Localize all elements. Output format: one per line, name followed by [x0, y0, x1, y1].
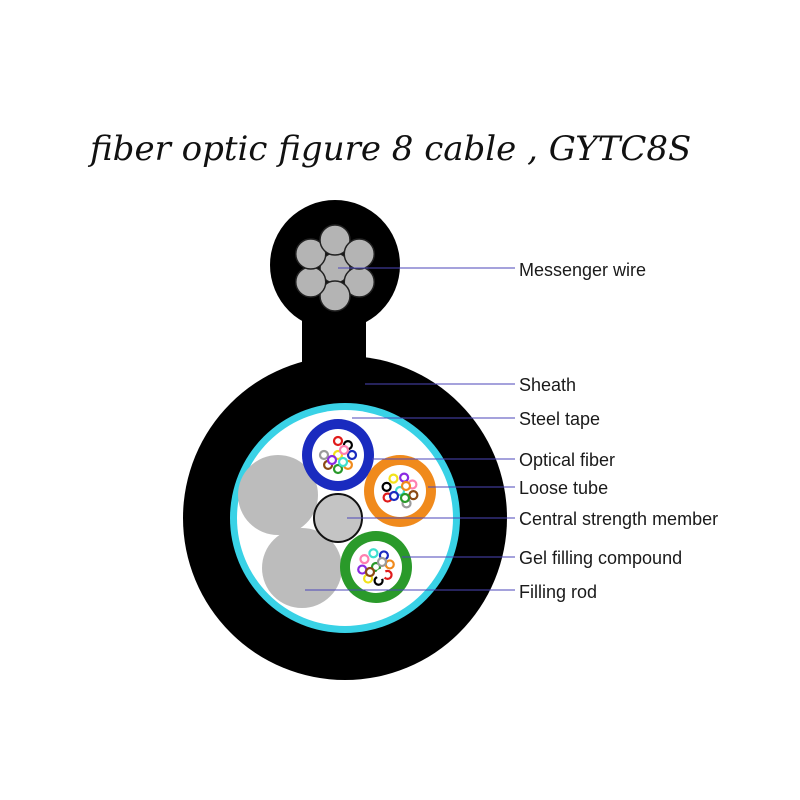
optical-fiber-strand: [390, 499, 401, 510]
optical-fiber-strand: [326, 454, 338, 466]
messenger-strand: [319, 224, 351, 256]
label-sheath: Sheath: [519, 375, 576, 395]
label-loose-tube: Loose tube: [519, 478, 608, 498]
optical-fiber-strand: [346, 449, 358, 461]
messenger-strand: [343, 238, 375, 270]
optical-fiber-strand: [368, 548, 379, 559]
label-messenger-wire: Messenger wire: [519, 260, 646, 280]
optical-fiber-strand: [359, 553, 370, 565]
filling-rod-upper: [238, 455, 318, 535]
messenger-wire-strands: [295, 224, 375, 312]
optical-fiber-strand: [388, 473, 399, 484]
optical-fiber-strand: [381, 481, 392, 492]
label-gel-filling-compound: Gel filling compound: [519, 548, 682, 568]
messenger-strand: [319, 280, 351, 312]
optical-fibers: [318, 435, 419, 586]
label-central-strength-member: Central strength member: [519, 509, 718, 529]
optical-fiber-strand: [323, 440, 334, 451]
optical-fiber-strand: [338, 444, 350, 456]
label-steel-tape: Steel tape: [519, 409, 600, 429]
optical-fiber-strand: [337, 456, 349, 468]
optical-fiber-strand: [364, 566, 376, 578]
optical-fiber-strand: [332, 435, 344, 447]
diagram-title: fiber optic figure 8 cable , GYTC8S: [87, 129, 691, 169]
optical-fiber-strand: [388, 490, 400, 502]
label-optical-fiber: Optical fiber: [519, 450, 615, 470]
optical-fiber-strand: [408, 490, 419, 501]
optical-fiber-strand: [375, 568, 387, 580]
filling-rod-lower: [262, 528, 342, 608]
messenger-strand: [295, 238, 327, 270]
optical-fiber-strand: [376, 556, 388, 568]
optical-fiber-strand: [399, 472, 410, 483]
messenger-strand: [295, 266, 327, 298]
optical-fiber-strand: [399, 492, 411, 504]
label-filling-rod: Filling rod: [519, 582, 597, 602]
optical-fiber-strand: [318, 449, 330, 461]
optical-fiber-strand: [400, 480, 412, 492]
optical-fiber-strand: [332, 463, 344, 475]
